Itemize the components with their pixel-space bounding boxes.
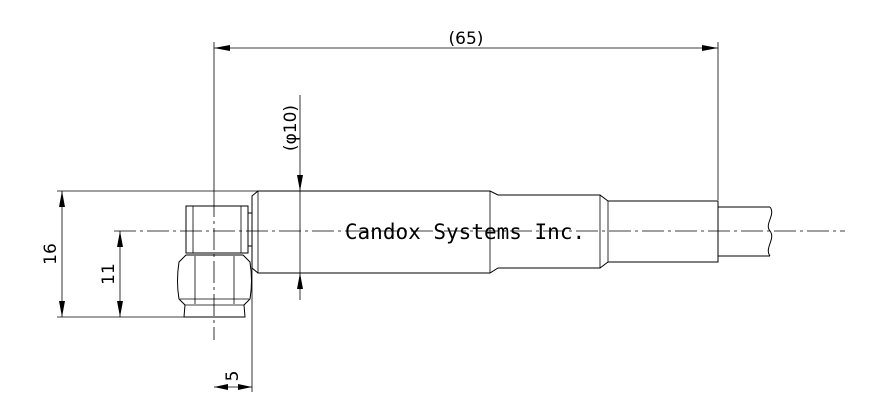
manufacturer-label: Candox Systems Inc. (345, 220, 585, 244)
dimension-overall-length-label: (65) (449, 29, 484, 49)
dimension-overall-length: (65) (213, 29, 719, 200)
cable (718, 206, 773, 257)
dimension-height-label: 16 (41, 243, 61, 265)
coupling-nut (177, 254, 252, 318)
dimension-height: 16 (41, 190, 258, 318)
dimension-center-height: 11 (99, 231, 123, 317)
dimension-body-diameter-label: (φ10) (281, 105, 301, 151)
connector-head (185, 205, 253, 254)
connector-body (251, 190, 719, 274)
dimension-connector-width: 5 (214, 268, 253, 392)
dimension-center-height-label: 11 (99, 263, 119, 285)
dimension-body-diameter: (φ10) (281, 95, 303, 300)
dimension-connector-width-label: 5 (223, 371, 243, 382)
